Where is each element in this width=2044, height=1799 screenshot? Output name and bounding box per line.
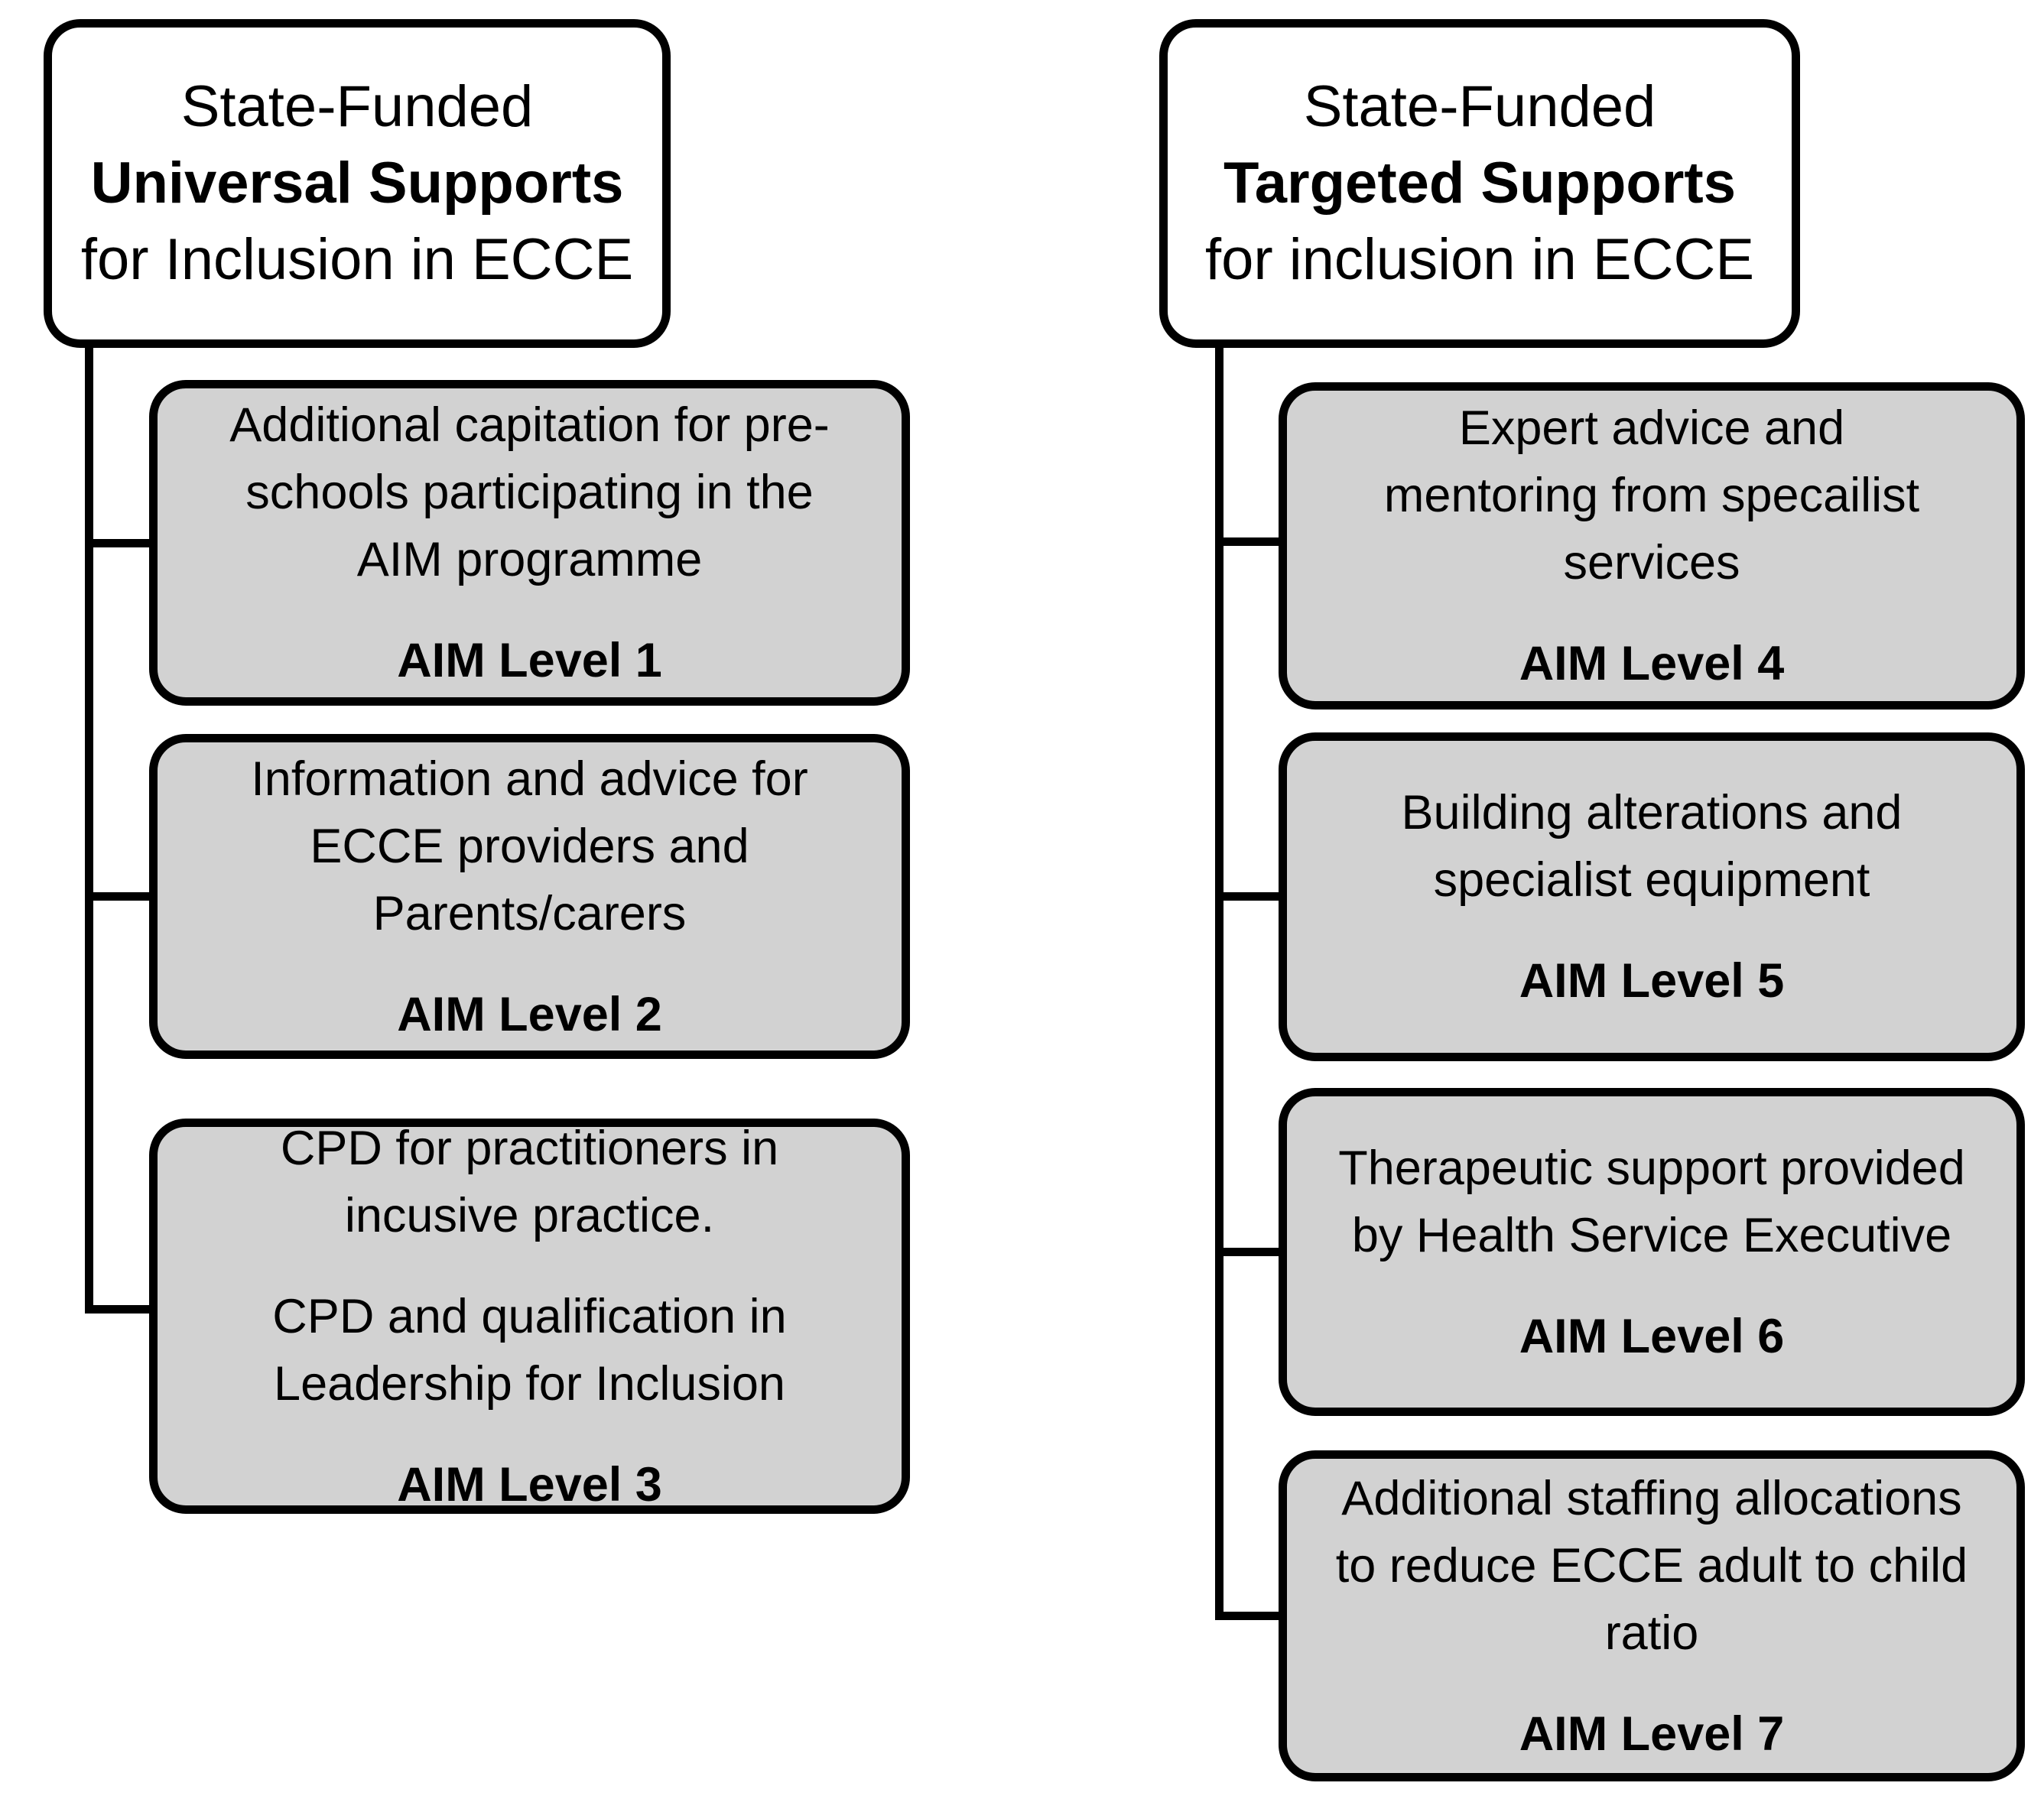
universal-root-line2: Universal Supports (90, 151, 624, 216)
aim-level-5-text: Building alterations and specialist equi… (1401, 786, 1903, 907)
aim-level-6-text: Therapeutic support provided by Health S… (1338, 1141, 1965, 1262)
aim-level-5-box: Building alterations and specialist equi… (1279, 732, 2025, 1061)
connector-stub-left-3 (85, 1305, 154, 1314)
connector-stub-right-3 (1215, 1248, 1284, 1256)
aim-level-4-box: Expert advice and mentoring from specail… (1279, 382, 2025, 710)
connector-stub-left-2 (85, 892, 154, 901)
connector-trunk-right (1215, 348, 1223, 1620)
aim-level-3-text: CPD for practitioners in incusive practi… (280, 1121, 779, 1242)
aim-level-5-label: AIM Level 5 (1519, 954, 1785, 1008)
universal-root-line1: State-Funded (180, 74, 534, 139)
aim-level-7-label: AIM Level 7 (1519, 1706, 1785, 1761)
universal-supports-root-box: State-Funded Universal Supports for Incl… (44, 19, 671, 348)
targeted-root-line2: Targeted Supports (1223, 151, 1736, 216)
aim-level-6-label: AIM Level 6 (1519, 1309, 1785, 1363)
aim-level-7-box: Additional staffing allocations to reduc… (1279, 1450, 2025, 1781)
aim-level-4-label: AIM Level 4 (1519, 637, 1785, 690)
aim-level-2-box: Information and advice for ECCE provider… (149, 734, 910, 1059)
connector-stub-right-4 (1215, 1612, 1284, 1620)
targeted-root-line1: State-Funded (1303, 74, 1656, 139)
connector-stub-right-1 (1215, 537, 1284, 546)
connector-trunk-left (85, 348, 93, 1314)
aim-level-3-label: AIM Level 3 (397, 1457, 662, 1512)
aim-level-1-box: Additional capitation for pre- schools p… (149, 380, 910, 706)
aim-level-2-label: AIM Level 2 (397, 987, 662, 1041)
connector-stub-right-2 (1215, 892, 1284, 901)
targeted-supports-root-box: State-Funded Targeted Supports for inclu… (1159, 19, 1800, 348)
aim-level-1-text: Additional capitation for pre- schools p… (229, 398, 830, 586)
aim-level-6-box: Therapeutic support provided by Health S… (1279, 1088, 2025, 1416)
aim-level-3-box: CPD for practitioners in incusive practi… (149, 1119, 910, 1514)
universal-root-line3: for Inclusion in ECCE (80, 227, 634, 292)
aim-level-4-text: Expert advice and mentoring from specail… (1383, 401, 1920, 589)
aim-level-1-label: AIM Level 1 (397, 634, 662, 687)
targeted-root-line3: for inclusion in ECCE (1204, 227, 1755, 292)
aim-level-3-text2: CPD and qualification in Leadership for … (272, 1289, 787, 1411)
aim-level-7-text: Additional staffing allocations to reduc… (1335, 1471, 1968, 1660)
connector-stub-left-1 (85, 539, 154, 547)
aim-level-2-text: Information and advice for ECCE provider… (251, 752, 808, 940)
